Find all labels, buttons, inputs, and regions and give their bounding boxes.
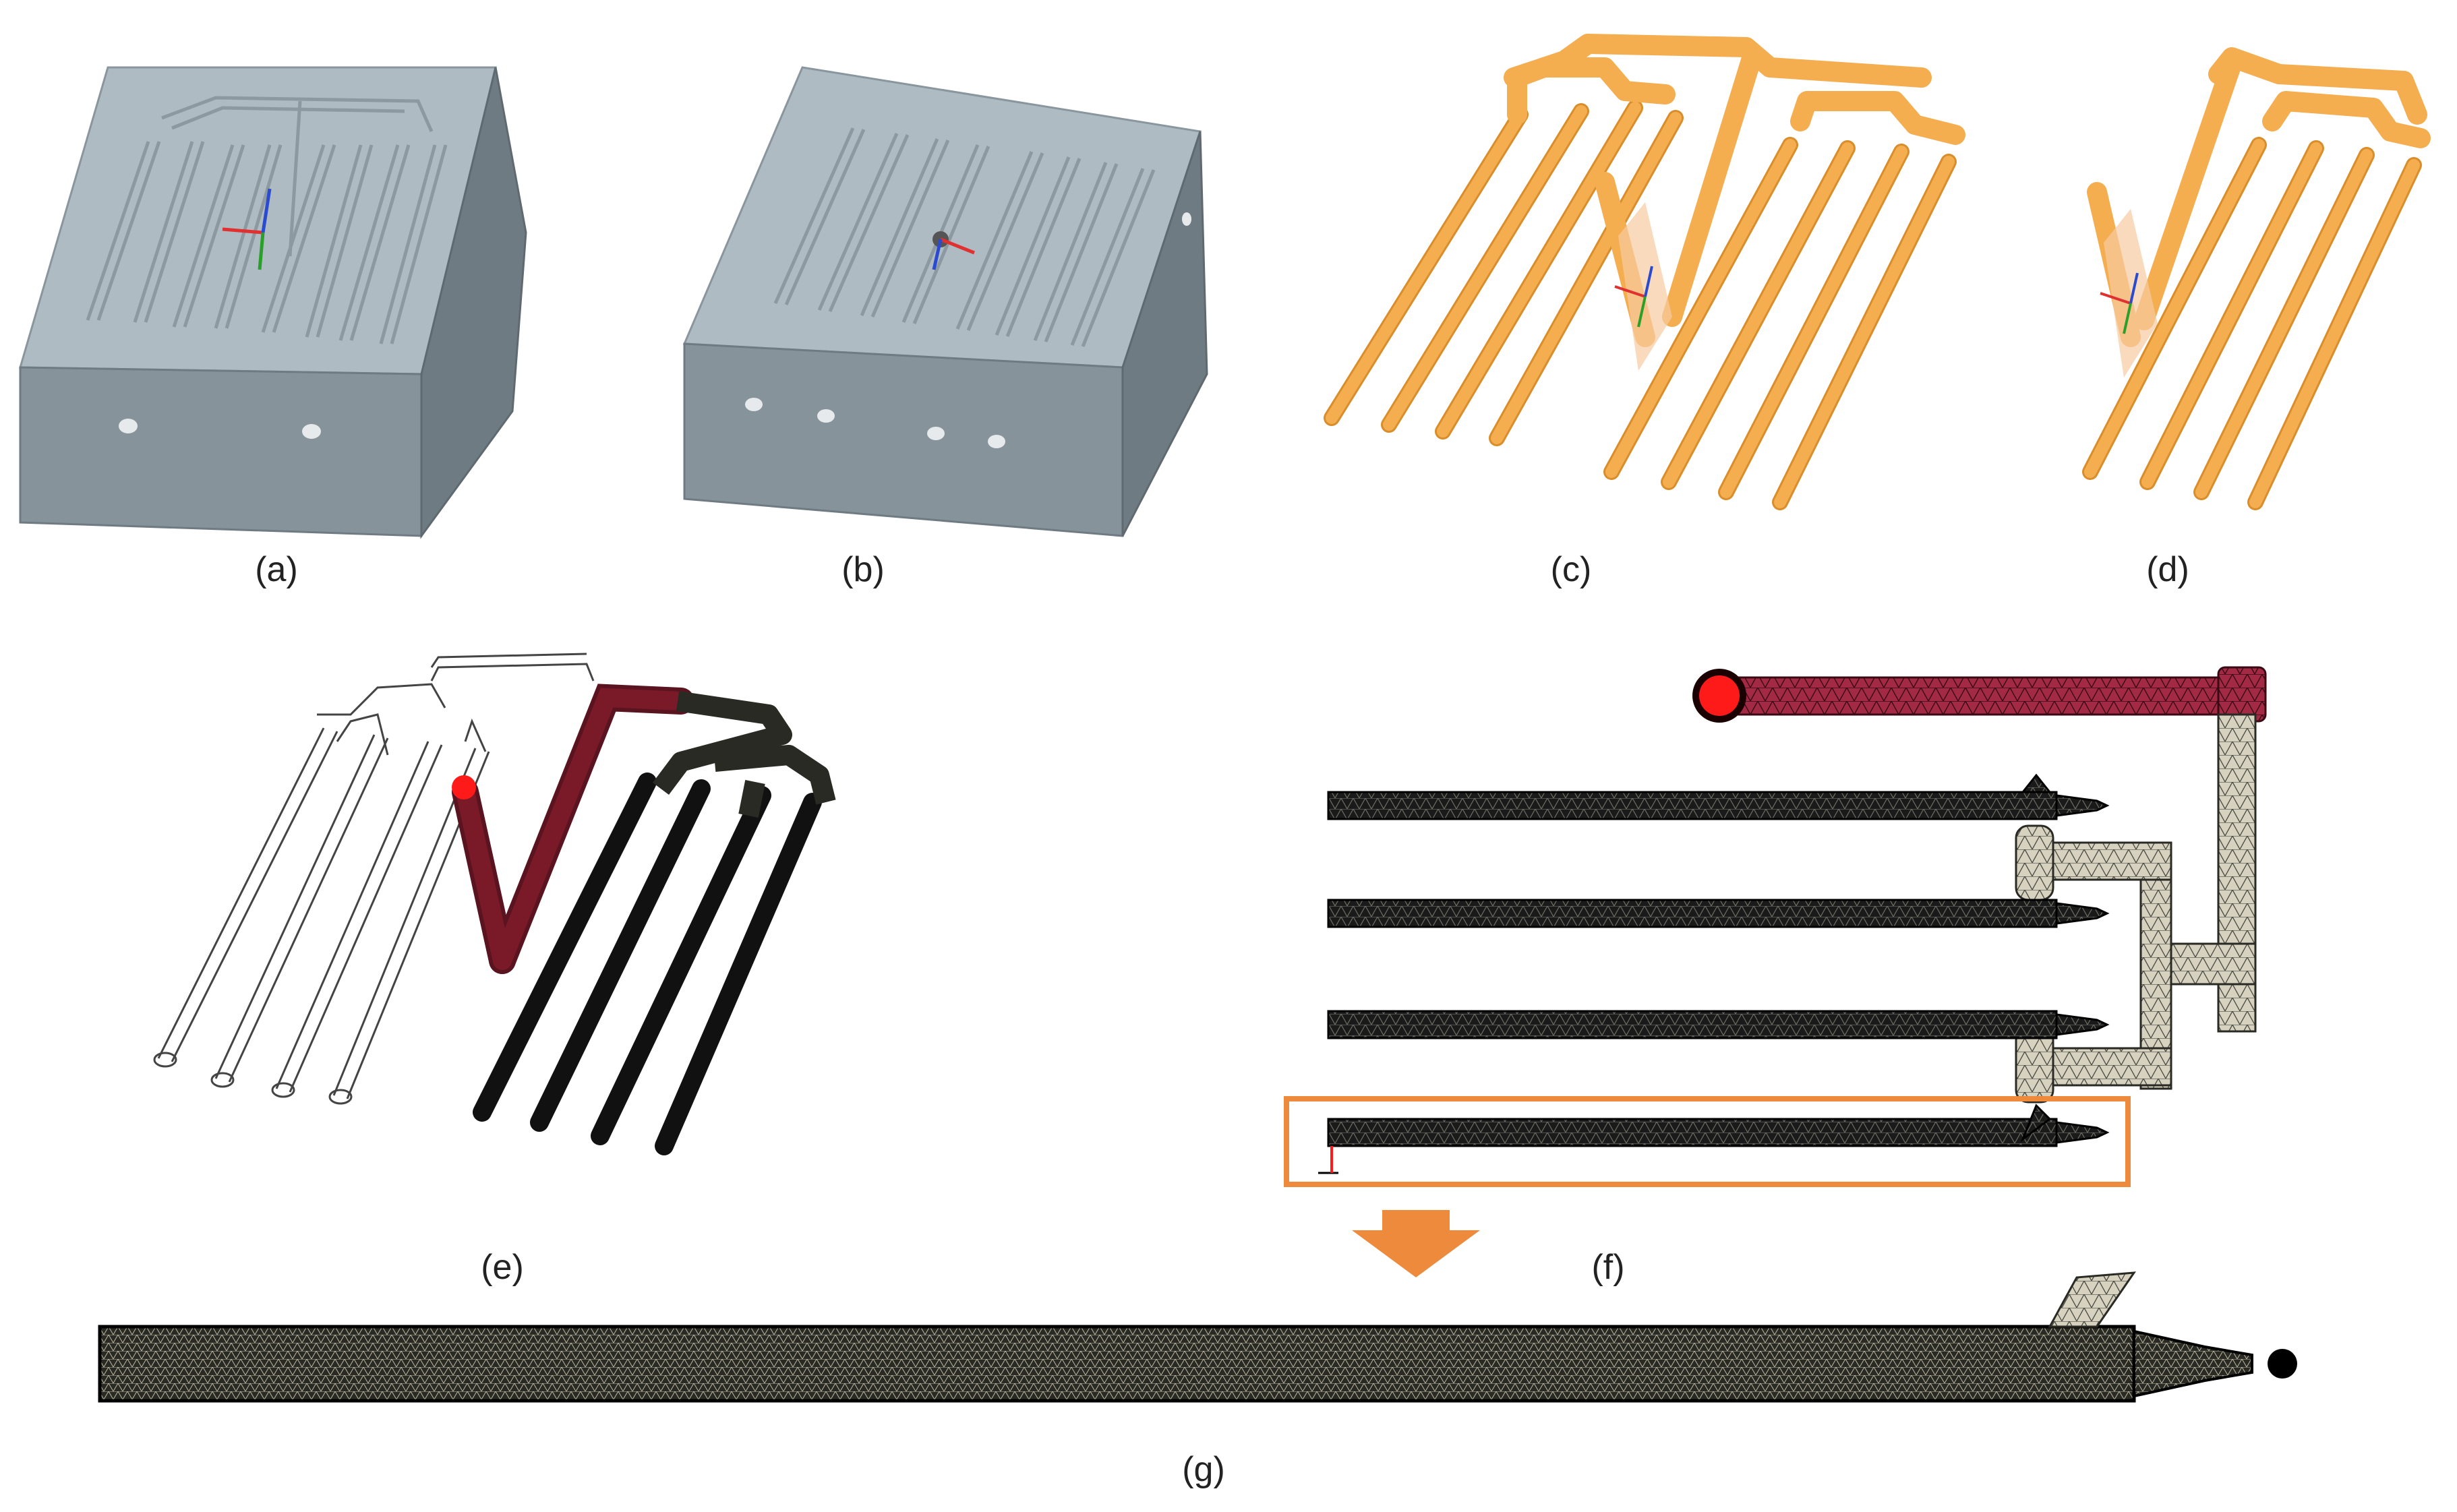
block-b-side-hole [1182,212,1191,226]
block-b-side-face [1121,131,1208,537]
block-b-hole [988,435,1005,448]
block-a-hole [119,419,138,433]
mesh-e-gray-manifold [653,691,836,818]
block-b-front-face [683,342,1124,537]
mesh-e-black-pipes [473,773,822,1155]
panel-d-cooling-channels [2082,47,2431,510]
panel-label-d: (d) [2146,550,2189,589]
mesh-e-wireframe-pipes [153,653,595,1105]
panel-label-f: (f) [1591,1248,1625,1287]
axis-triad-icon [222,188,272,270]
channel-c-pipes [1324,100,1957,510]
block-a-front-face [19,366,423,537]
block-b-hole [927,427,945,440]
block-b-hole [817,409,835,423]
mesh-g-channel-body [98,1325,2136,1403]
panel-label-a: (a) [255,550,298,589]
panel-label-b: (b) [841,550,885,589]
block-b-hole [745,398,763,411]
mesh-f-highlight-box [1284,1096,2131,1187]
mesh-f-red-inlet [1718,676,2257,716]
panel-label-g: (g) [1182,1450,1225,1489]
panel-label-c: (c) [1550,550,1592,589]
axis-triad-icon [932,231,975,270]
mesh-e-inlet-point [452,775,476,799]
panel-label-e: (e) [481,1248,524,1287]
block-a-hole [302,424,321,439]
block-a-side-face [420,67,527,539]
panel-c-cooling-channels [1324,34,1965,510]
panel-f-mesh-top-view [1284,666,2267,1277]
axis-triad-icon [2100,272,2139,334]
panel-a-mold-block [19,66,527,539]
block-a-channel-grooves [86,96,448,344]
mesh-g-channel-tip [2133,1329,2253,1398]
channel-c-inlet-plane [1618,202,1672,371]
panel-e-mesh-isometric [153,653,836,1155]
axis-triad-icon [1614,266,1653,328]
mesh-g-branch-stub [2048,1271,2137,1328]
block-b-channel-grooves [773,127,1156,347]
panel-g-channel-detail [98,1271,2297,1403]
mesh-f-gray-manifold [2015,713,2257,1103]
channel-d-inlet-plane [2104,209,2158,377]
panel-b-mold-block [682,66,1208,537]
mesh-f-black-channels [1327,773,2110,1147]
down-arrow-icon [1352,1210,1480,1277]
